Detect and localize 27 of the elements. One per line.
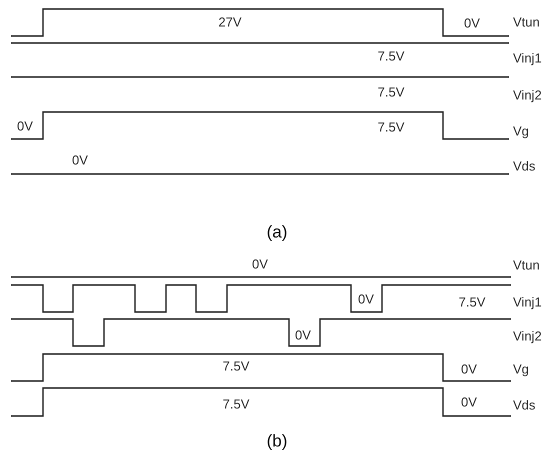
voltage-label: 0V — [72, 154, 88, 166]
panel-caption: (a) — [266, 224, 288, 240]
voltage-label: 0V — [358, 292, 374, 306]
signal-name: Vinj1 — [513, 296, 542, 308]
voltage-label: 0V — [17, 120, 33, 132]
voltage-label: 0V — [461, 362, 477, 376]
voltage-label: 7.5V — [378, 120, 404, 134]
signal-name: Vtun — [513, 16, 540, 28]
signal-name: Vinj2 — [513, 330, 542, 342]
panel-caption: (b) — [266, 432, 288, 450]
signal-name: Vds — [513, 398, 536, 412]
signal-name: Vinj1 — [513, 52, 542, 64]
voltage-label: 27V — [218, 16, 242, 28]
voltage-label: 7.5V — [378, 50, 404, 62]
voltage-label: 7.5V — [458, 296, 486, 308]
voltage-label: 0V — [464, 16, 480, 30]
voltage-label: 0V — [461, 396, 477, 408]
voltage-label: 7.5V — [222, 360, 250, 372]
voltage-label: 7.5V — [378, 86, 404, 98]
signal-name: Vtun — [513, 258, 540, 272]
voltage-label: 0V — [295, 328, 311, 342]
voltage-label: 7.5V — [222, 398, 250, 410]
signal-name: Vg — [513, 362, 529, 376]
signal-name: Vinj2 — [513, 88, 542, 102]
signal-name: Vds — [513, 160, 536, 172]
voltage-label: 0V — [252, 258, 268, 270]
signal-name: Vg — [513, 124, 529, 138]
